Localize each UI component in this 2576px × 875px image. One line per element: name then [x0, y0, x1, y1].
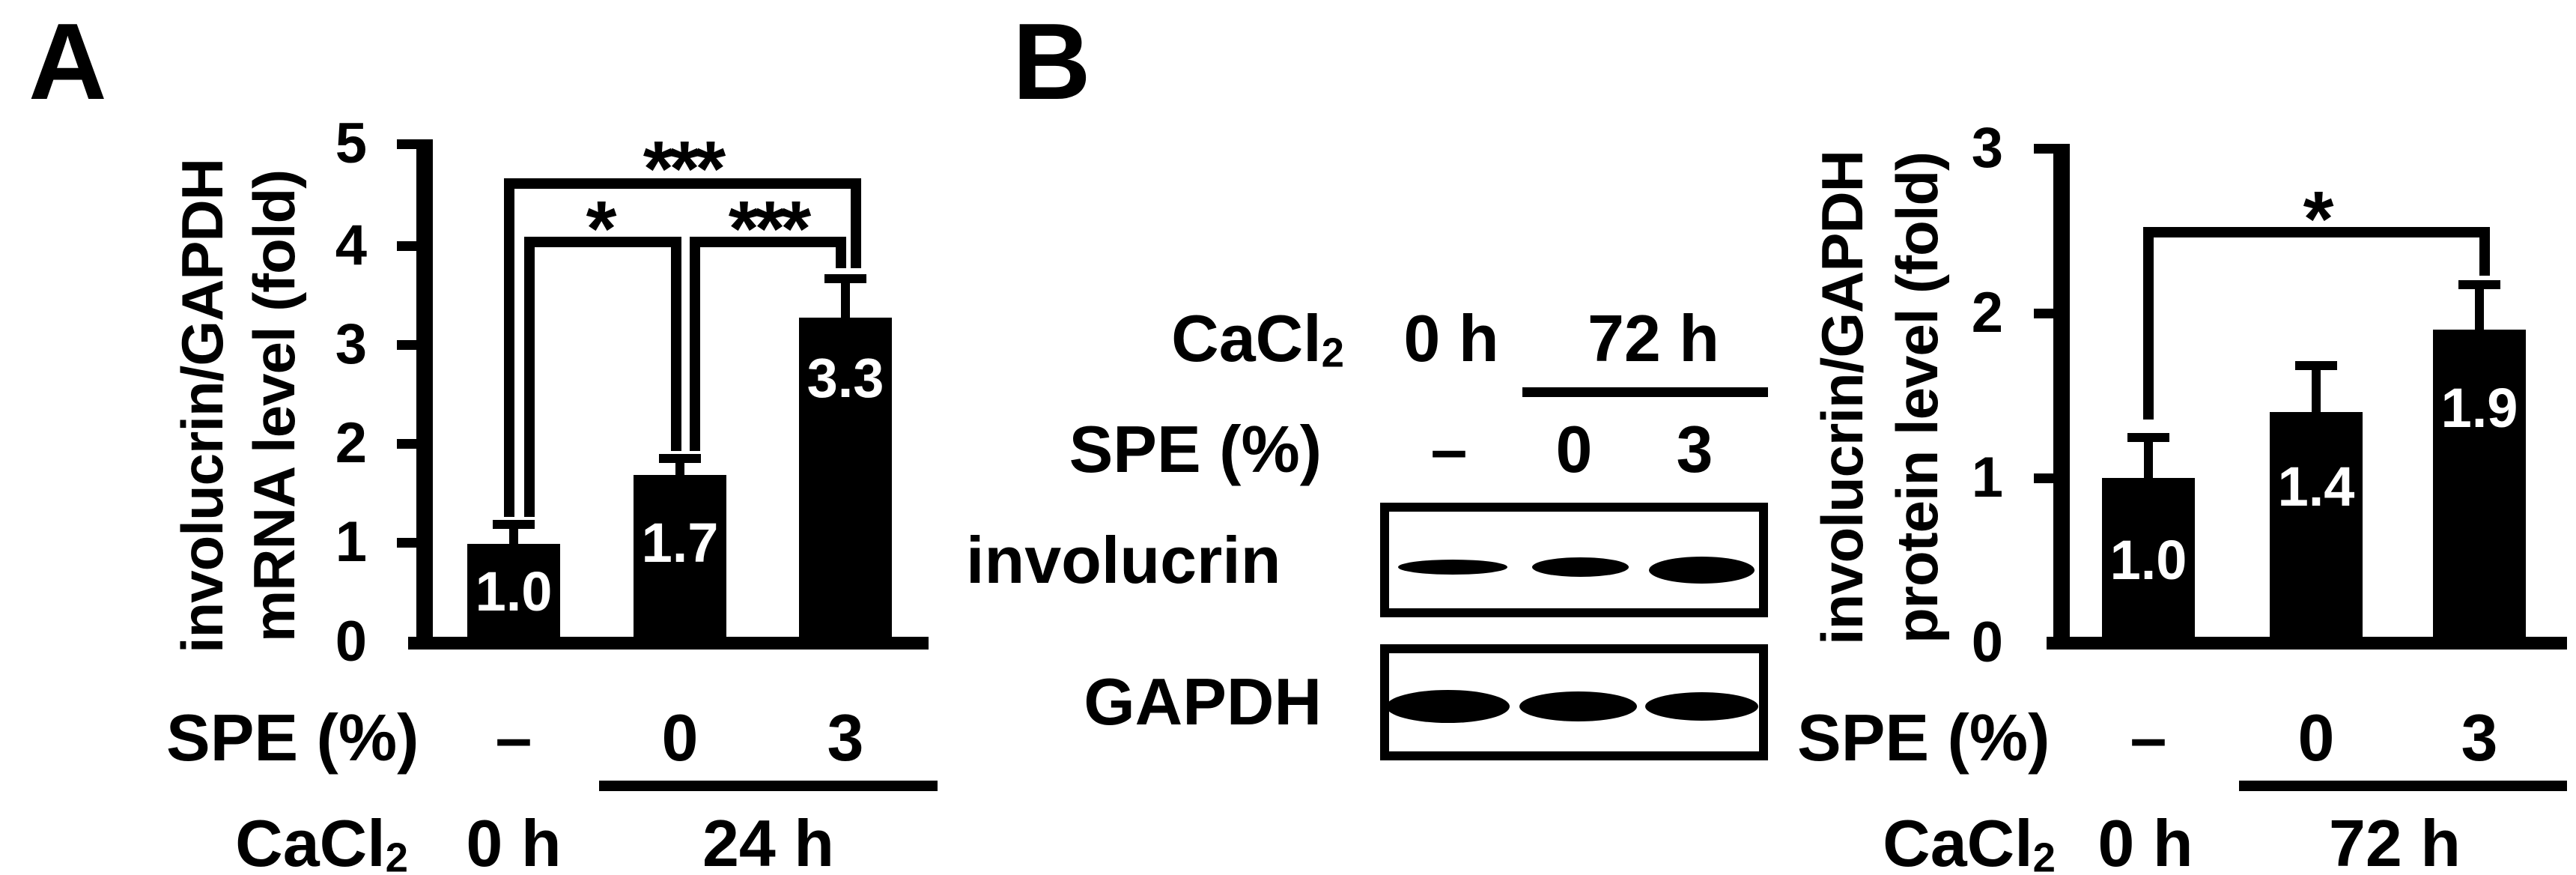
panel-a-x-axis-line	[408, 637, 929, 650]
panel-b-tickmark	[2034, 473, 2055, 483]
panel-b-cacl2-value-2: 72 h	[2328, 806, 2461, 875]
panel-a-bar-2	[634, 475, 726, 638]
panel-a-y-axis-title-line1: involucrin/GAPDH	[169, 158, 235, 654]
panel-b-bar-1	[2102, 478, 2195, 638]
involucrin-band-lane1	[1398, 560, 1507, 575]
panel-a-bar-3	[799, 318, 892, 638]
gapdh-band-lane3	[1645, 692, 1758, 721]
panel-b-tickmark	[2034, 309, 2055, 318]
panel-a-cacl2-label: CaCl2	[225, 806, 408, 875]
panel-b-blot-spe-label: SPE (%)	[1069, 412, 1322, 486]
panel-b-blot-spe-value-3: 3	[1676, 412, 1713, 486]
sig-bracket-b-left	[2143, 227, 2154, 420]
sig-bracket-outer-left	[504, 178, 514, 517]
cacl2-text: CaCl	[1883, 806, 2033, 875]
panel-a-spe-value-2: 0	[661, 700, 699, 775]
cacl2-subscript: 2	[385, 835, 408, 875]
panel-b-spe-label: SPE (%)	[1797, 700, 2050, 775]
panel-b-blot-cacl2-value-2: 72 h	[1587, 301, 1720, 375]
panel-a-bar-1	[467, 544, 560, 638]
panel-b-label: B	[1012, 1, 1091, 122]
involucrin-band-lane3	[1649, 557, 1755, 584]
cacl2-text: CaCl	[235, 806, 386, 875]
panel-b-cacl2-value-1: 0 h	[2097, 806, 2193, 875]
panel-b-spe-value-2: 0	[2297, 700, 2335, 775]
panel-b-blot-cacl2-value-1: 0 h	[1403, 301, 1499, 375]
panel-a-ytick-5: 5	[335, 112, 367, 175]
sig-bracket-right-right	[836, 237, 846, 268]
panel-b-bar-3-value: 1.9	[2440, 377, 2518, 439]
involucrin-band-lane2	[1532, 557, 1629, 577]
panel-b-bar-2-value: 1.4	[2277, 455, 2355, 518]
panel-b-group-underline	[2239, 781, 2567, 791]
panel-a-tickmark	[397, 241, 418, 251]
panel-b-ytick-0: 0	[1971, 611, 2003, 674]
panel-b-y-axis-title-line1: involucrin/GAPDH	[1809, 150, 1875, 646]
panel-a-spe-value-1: –	[495, 700, 532, 775]
error-bar-stem	[841, 279, 850, 319]
sig-bracket-left-left	[524, 237, 535, 517]
panel-a-bar-2-value: 1.7	[641, 512, 719, 574]
panel-a-group-underline	[599, 781, 938, 791]
significance-asterisks: ***	[643, 125, 726, 213]
panel-b-blot-spe-value-2: 0	[1555, 412, 1593, 486]
panel-a-tickmark	[397, 139, 418, 149]
panel-b-x-axis-line	[2047, 637, 2567, 650]
panel-a-tickmark	[397, 439, 418, 449]
panel-b-cacl2-label: CaCl2	[1857, 806, 2056, 875]
sig-bracket-right-top	[690, 237, 846, 247]
involucrin-row-label: involucrin	[966, 523, 1281, 597]
sig-bracket-left-right	[671, 237, 681, 451]
panel-b-bar-3	[2433, 330, 2526, 638]
panel-b-blot-cacl2-label: CaCl2	[1120, 301, 1344, 376]
gapdh-band-lane1	[1386, 690, 1510, 723]
panel-a-tickmark	[397, 340, 418, 350]
significance-asterisks: *	[2303, 175, 2334, 263]
error-bar-stem	[675, 458, 684, 476]
sig-bracket-b-top	[2143, 227, 2490, 237]
panel-a-cacl2-value-2: 24 h	[702, 806, 835, 875]
panel-a-spe-value-3: 3	[827, 700, 864, 775]
panel-a-ytick-1: 1	[335, 510, 367, 574]
panel-b-ytick-3: 3	[1971, 116, 2003, 180]
panel-b-bar-2	[2270, 412, 2363, 638]
panel-a-ytick-4: 4	[335, 214, 367, 277]
panel-a-bar-3-value: 3.3	[806, 347, 884, 409]
panel-b-blot-spe-value-1: –	[1430, 412, 1468, 486]
error-bar-stem	[2144, 438, 2153, 478]
sig-bracket-outer-right	[851, 178, 861, 268]
cacl2-subscript: 2	[1321, 330, 1344, 376]
error-bar-stem	[509, 524, 518, 545]
panel-a-ytick-2: 2	[335, 411, 367, 475]
panel-b-ytick-1: 1	[1971, 446, 2003, 509]
panel-a-ytick-3: 3	[335, 312, 367, 376]
error-bar-stem	[2475, 285, 2484, 330]
error-bar-stem	[2312, 366, 2321, 412]
panel-b-spe-value-1: –	[2130, 700, 2167, 775]
sig-bracket-outer-top	[504, 178, 861, 189]
panel-a-y-axis-line	[416, 139, 433, 643]
gapdh-row-label: GAPDH	[1084, 664, 1322, 739]
sig-bracket-right-left	[690, 237, 700, 451]
significance-asterisks: *	[586, 185, 617, 273]
cacl2-text: CaCl	[1171, 301, 1322, 375]
panel-b-bar-1-value: 1.0	[2109, 529, 2187, 591]
panel-b-y-axis-title-line2: protein level (fold)	[1884, 151, 1950, 644]
panel-a-tickmark	[397, 538, 418, 548]
panel-a-spe-label: SPE (%)	[166, 700, 419, 775]
gapdh-band-lane2	[1519, 691, 1637, 721]
panel-b-ytick-2: 2	[1971, 281, 2003, 345]
panel-a-bar-1-value: 1.0	[475, 560, 553, 623]
significance-asterisks: ***	[728, 185, 812, 273]
panel-b-y-axis-line	[2053, 144, 2070, 643]
panel-b-spe-value-3: 3	[2461, 700, 2498, 775]
cacl2-subscript: 2	[2032, 835, 2056, 875]
panel-b-blot-group-underline	[1522, 387, 1768, 397]
sig-bracket-left-top	[524, 237, 681, 247]
sig-bracket-b-right	[2479, 227, 2490, 276]
panel-a-cacl2-value-1: 0 h	[466, 806, 562, 875]
panel-b-tickmark	[2034, 144, 2055, 154]
panel-a-label: A	[28, 1, 107, 122]
panel-a-ytick-0: 0	[335, 610, 367, 673]
